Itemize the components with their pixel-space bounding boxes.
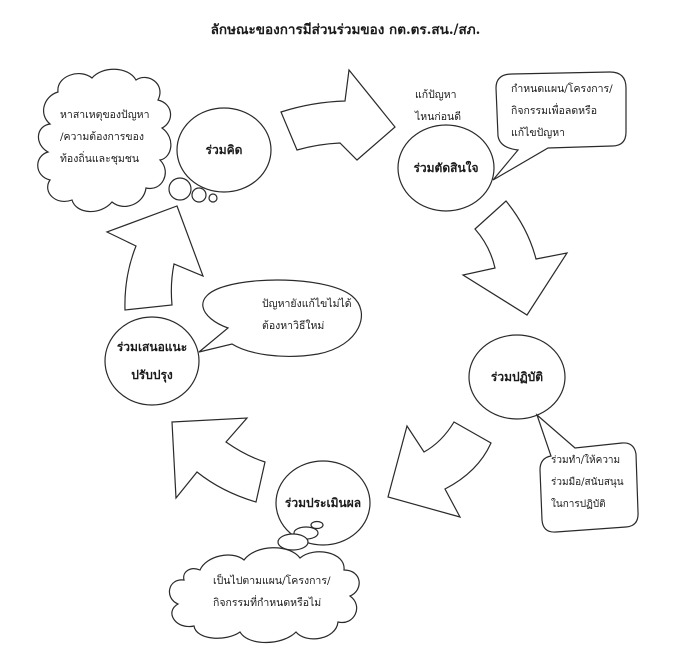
decide-note-line-2: กิจกรรมเพื่อลดหรือ: [511, 105, 598, 117]
arrow-down-left-icon: [387, 421, 492, 518]
decide-question-line-1: แก้ปัญหา: [415, 89, 457, 101]
implement-note-line-1: ร่วมทำ/ให้ความ: [551, 455, 621, 466]
evaluate-note-line-1: เป็นไปตามแผน/โครงการ/: [213, 575, 331, 587]
implement-note-line-2: ร่วมมือ/สนับสนุน: [551, 477, 624, 488]
evaluate-note-text: เป็นไปตามแผน/โครงการ/ กิจกรรมที่กำหนดหรื…: [213, 570, 331, 614]
think-note-cloud: [37, 68, 172, 213]
think-thought-bubble-small: [208, 193, 218, 203]
evaluate-note-line-2: กิจกรรมที่กำหนดหรือไม่: [213, 597, 322, 609]
think-thought-bubble-large: [168, 177, 192, 201]
evaluate-thought-cloud-shape: [168, 547, 360, 643]
stage-think-label-line: ร่วมคิด: [205, 142, 243, 157]
improve-note-line-2: ต้องหาวิธีใหม่: [262, 320, 325, 332]
stage-implement-label-line: ร่วมปฏิบัติ: [490, 369, 544, 384]
stage-evaluate-label-line: ร่วมประเมินผล: [284, 495, 362, 510]
stage-improve-label: ร่วมเสนอแนะ ปรับปรุง: [117, 333, 187, 389]
stage-decide-label: ร่วมตัดสินใจ: [413, 161, 478, 175]
decide-note-line-3: แก้ไขปัญหา: [511, 127, 566, 139]
improve-note-text: ปัญหายังแก้ไขไม่ได้ ต้องหาวิธีใหม่: [262, 293, 352, 337]
decide-note-line-1: กำหนดแผน/โครงการ/: [511, 83, 613, 95]
stage-improve-label-line-1: ร่วมเสนอแนะ: [116, 340, 188, 354]
think-note-line-2: /ความต้องการของ: [60, 131, 145, 143]
stage-evaluate-label: ร่วมประเมินผล: [285, 496, 361, 510]
stage-improve-node: [104, 316, 200, 406]
arrow-right-icon: [280, 68, 396, 161]
implement-note-line-3: ในการปฏิบัติ: [551, 499, 606, 510]
arrow-down-icon: [461, 200, 569, 316]
think-thought-cloud-shape: [37, 68, 172, 213]
stage-implement-label: ร่วมปฏิบัติ: [491, 370, 543, 384]
arrow-up-icon: [105, 205, 205, 311]
decide-note-callout-shape: [492, 71, 627, 181]
think-note-line-3: ท้องถิ่นและชุมชน: [60, 153, 140, 165]
stage-implement-node: [468, 334, 566, 420]
evaluate-thought-bubble-small: [310, 520, 324, 530]
stage-decide-node: [397, 124, 495, 212]
think-note-line-1: หาสาเหตุของปัญหา: [60, 109, 150, 121]
diagram-title: ลักษณะของการมีส่วนร่วมของ กต.ตร.สน./สภ.: [210, 22, 481, 38]
improve-note-line-1: ปัญหายังแก้ไขไม่ได้: [262, 298, 352, 310]
evaluate-thought-bubble-large: [277, 533, 309, 551]
think-thought-bubble-medium: [191, 187, 207, 203]
decide-question-text: แก้ปัญหา ไหนก่อนดี: [415, 84, 461, 128]
stage-think-node: [176, 107, 272, 193]
stage-evaluate-node: [275, 460, 371, 546]
decide-note-text: กำหนดแผน/โครงการ/ กิจกรรมเพื่อลดหรือ แก้…: [511, 78, 613, 144]
implement-note-text: ร่วมทำ/ให้ความ ร่วมมือ/สนับสนุน ในการปฏิ…: [551, 450, 624, 516]
arrow-up-left-icon: [171, 417, 266, 503]
decide-question-line-2: ไหนก่อนดี: [415, 111, 462, 123]
stage-think-label: ร่วมคิด: [206, 143, 243, 157]
stage-decide-label-line: ร่วมตัดสินใจ: [413, 160, 479, 175]
stage-improve-label-line-2: ปรับปรุง: [131, 368, 173, 382]
implement-note-callout-shape: [535, 413, 639, 533]
think-note-text: หาสาเหตุของปัญหา /ความต้องการของ ท้องถิ่…: [60, 104, 150, 170]
improve-note-callout-shape: [198, 279, 362, 357]
